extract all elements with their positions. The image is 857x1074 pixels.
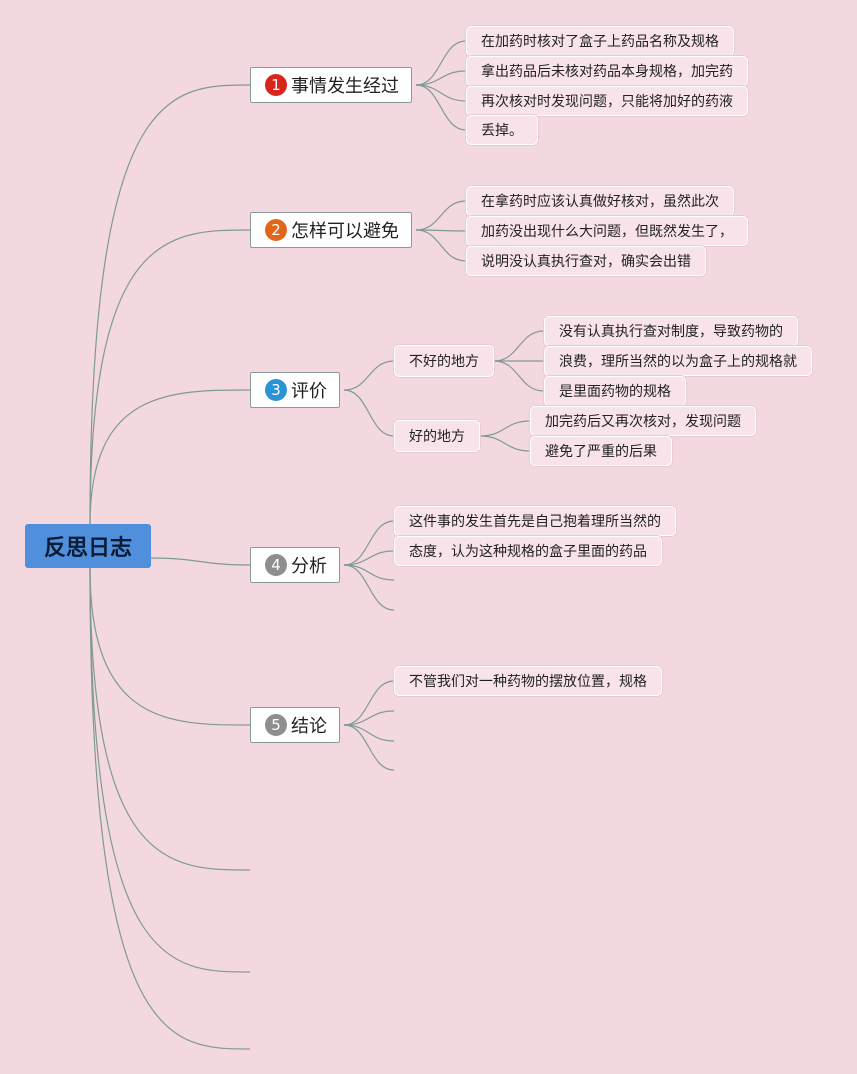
link-topic-4-leaf-2 xyxy=(343,550,395,566)
link-topic-5-leaf-2 xyxy=(343,710,395,726)
link-topic-2-leaf-3 xyxy=(415,229,467,262)
link-root-topic-3 xyxy=(89,389,251,526)
subtopic-bad-points[interactable]: 不好的地方 xyxy=(394,345,494,377)
link-topic-4-leaf-4 xyxy=(343,564,395,611)
link-topic-1-leaf-2 xyxy=(415,70,467,86)
number-3-icon: 3 xyxy=(265,379,287,401)
link-topic-5-leaf-1 xyxy=(343,680,395,726)
topic-4-label: 分析 xyxy=(291,556,327,577)
topic-2-leaf-1[interactable]: 在拿药时应该认真做好核对，虽然此次 xyxy=(466,186,734,216)
link-root-topic-4 xyxy=(149,557,251,566)
link-bad-leaf-3 xyxy=(493,360,545,392)
link-root-topic-5 xyxy=(89,567,251,726)
topic-1-leaf-4[interactable]: 丢掉。 xyxy=(466,115,538,145)
good-points-leaf-2[interactable]: 避免了严重的后果 xyxy=(530,436,672,466)
link-topic-1-leaf-1 xyxy=(415,40,467,86)
link-topic-5-leaf-4 xyxy=(343,724,395,771)
link-root-empty-7 xyxy=(89,567,251,973)
link-topic-5-leaf-3 xyxy=(343,724,395,742)
topic-5-leaf-1[interactable]: 不管我们对一种药物的摆放位置，规格 xyxy=(394,666,662,696)
bad-points-leaf-1[interactable]: 没有认真执行查对制度，导致药物的 xyxy=(544,316,798,346)
link-root-topic-1 xyxy=(89,84,251,526)
link-root-empty-6 xyxy=(89,567,251,871)
link-root-empty-8 xyxy=(89,567,251,1050)
bad-points-leaf-3[interactable]: 是里面药物的规格 xyxy=(544,376,686,406)
topic-1-label: 事情发生经过 xyxy=(291,76,399,97)
good-points-leaf-1[interactable]: 加完药后又再次核对，发现问题 xyxy=(530,406,756,436)
link-topic-1-leaf-3 xyxy=(415,84,467,102)
topic-3-evaluation[interactable]: 3 评价 xyxy=(250,372,340,408)
link-topic-4-leaf-3 xyxy=(343,564,395,581)
link-topic-3-good xyxy=(343,389,395,437)
topic-5-conclusion[interactable]: 5 结论 xyxy=(250,707,340,743)
link-topic-3-bad xyxy=(343,360,395,391)
number-2-icon: 2 xyxy=(265,219,287,241)
topic-1-leaf-3[interactable]: 再次核对时发现问题，只能将加好的药液 xyxy=(466,86,748,116)
root-topic[interactable]: 反思日志 xyxy=(25,524,151,568)
link-topic-2-leaf-1 xyxy=(415,200,467,231)
link-good-leaf-1 xyxy=(479,420,531,437)
topic-5-label: 结论 xyxy=(291,716,327,737)
topic-4-leaf-2[interactable]: 态度，认为这种规格的盒子里面的药品 xyxy=(394,536,662,566)
topic-4-leaf-1[interactable]: 这件事的发生首先是自己抱着理所当然的 xyxy=(394,506,676,536)
topic-1-leaf-1[interactable]: 在加药时核对了盒子上药品名称及规格 xyxy=(466,26,734,56)
topic-2-leaf-2[interactable]: 加药没出现什么大问题，但既然发生了， xyxy=(466,216,748,246)
topic-2-how-to-avoid[interactable]: 2 怎样可以避免 xyxy=(250,212,412,248)
link-topic-4-leaf-1 xyxy=(343,520,395,566)
link-topic-1-leaf-4 xyxy=(415,84,467,131)
number-4-icon: 4 xyxy=(265,554,287,576)
topic-2-label: 怎样可以避免 xyxy=(291,221,399,242)
bad-points-leaf-2[interactable]: 浪费，理所当然的以为盒子上的规格就 xyxy=(544,346,812,376)
topic-1-leaf-2[interactable]: 拿出药品后未核对药品本身规格，加完药 xyxy=(466,56,748,86)
number-5-icon: 5 xyxy=(265,714,287,736)
link-good-leaf-2 xyxy=(479,435,531,452)
topic-1-event-process[interactable]: 1 事情发生经过 xyxy=(250,67,412,103)
topic-4-analysis[interactable]: 4 分析 xyxy=(250,547,340,583)
subtopic-good-points[interactable]: 好的地方 xyxy=(394,420,480,452)
topic-2-leaf-3[interactable]: 说明没认真执行查对，确实会出错 xyxy=(466,246,706,276)
link-root-topic-2 xyxy=(89,229,251,526)
topic-3-label: 评价 xyxy=(291,381,327,402)
link-bad-leaf-1 xyxy=(493,330,545,362)
number-1-icon: 1 xyxy=(265,74,287,96)
